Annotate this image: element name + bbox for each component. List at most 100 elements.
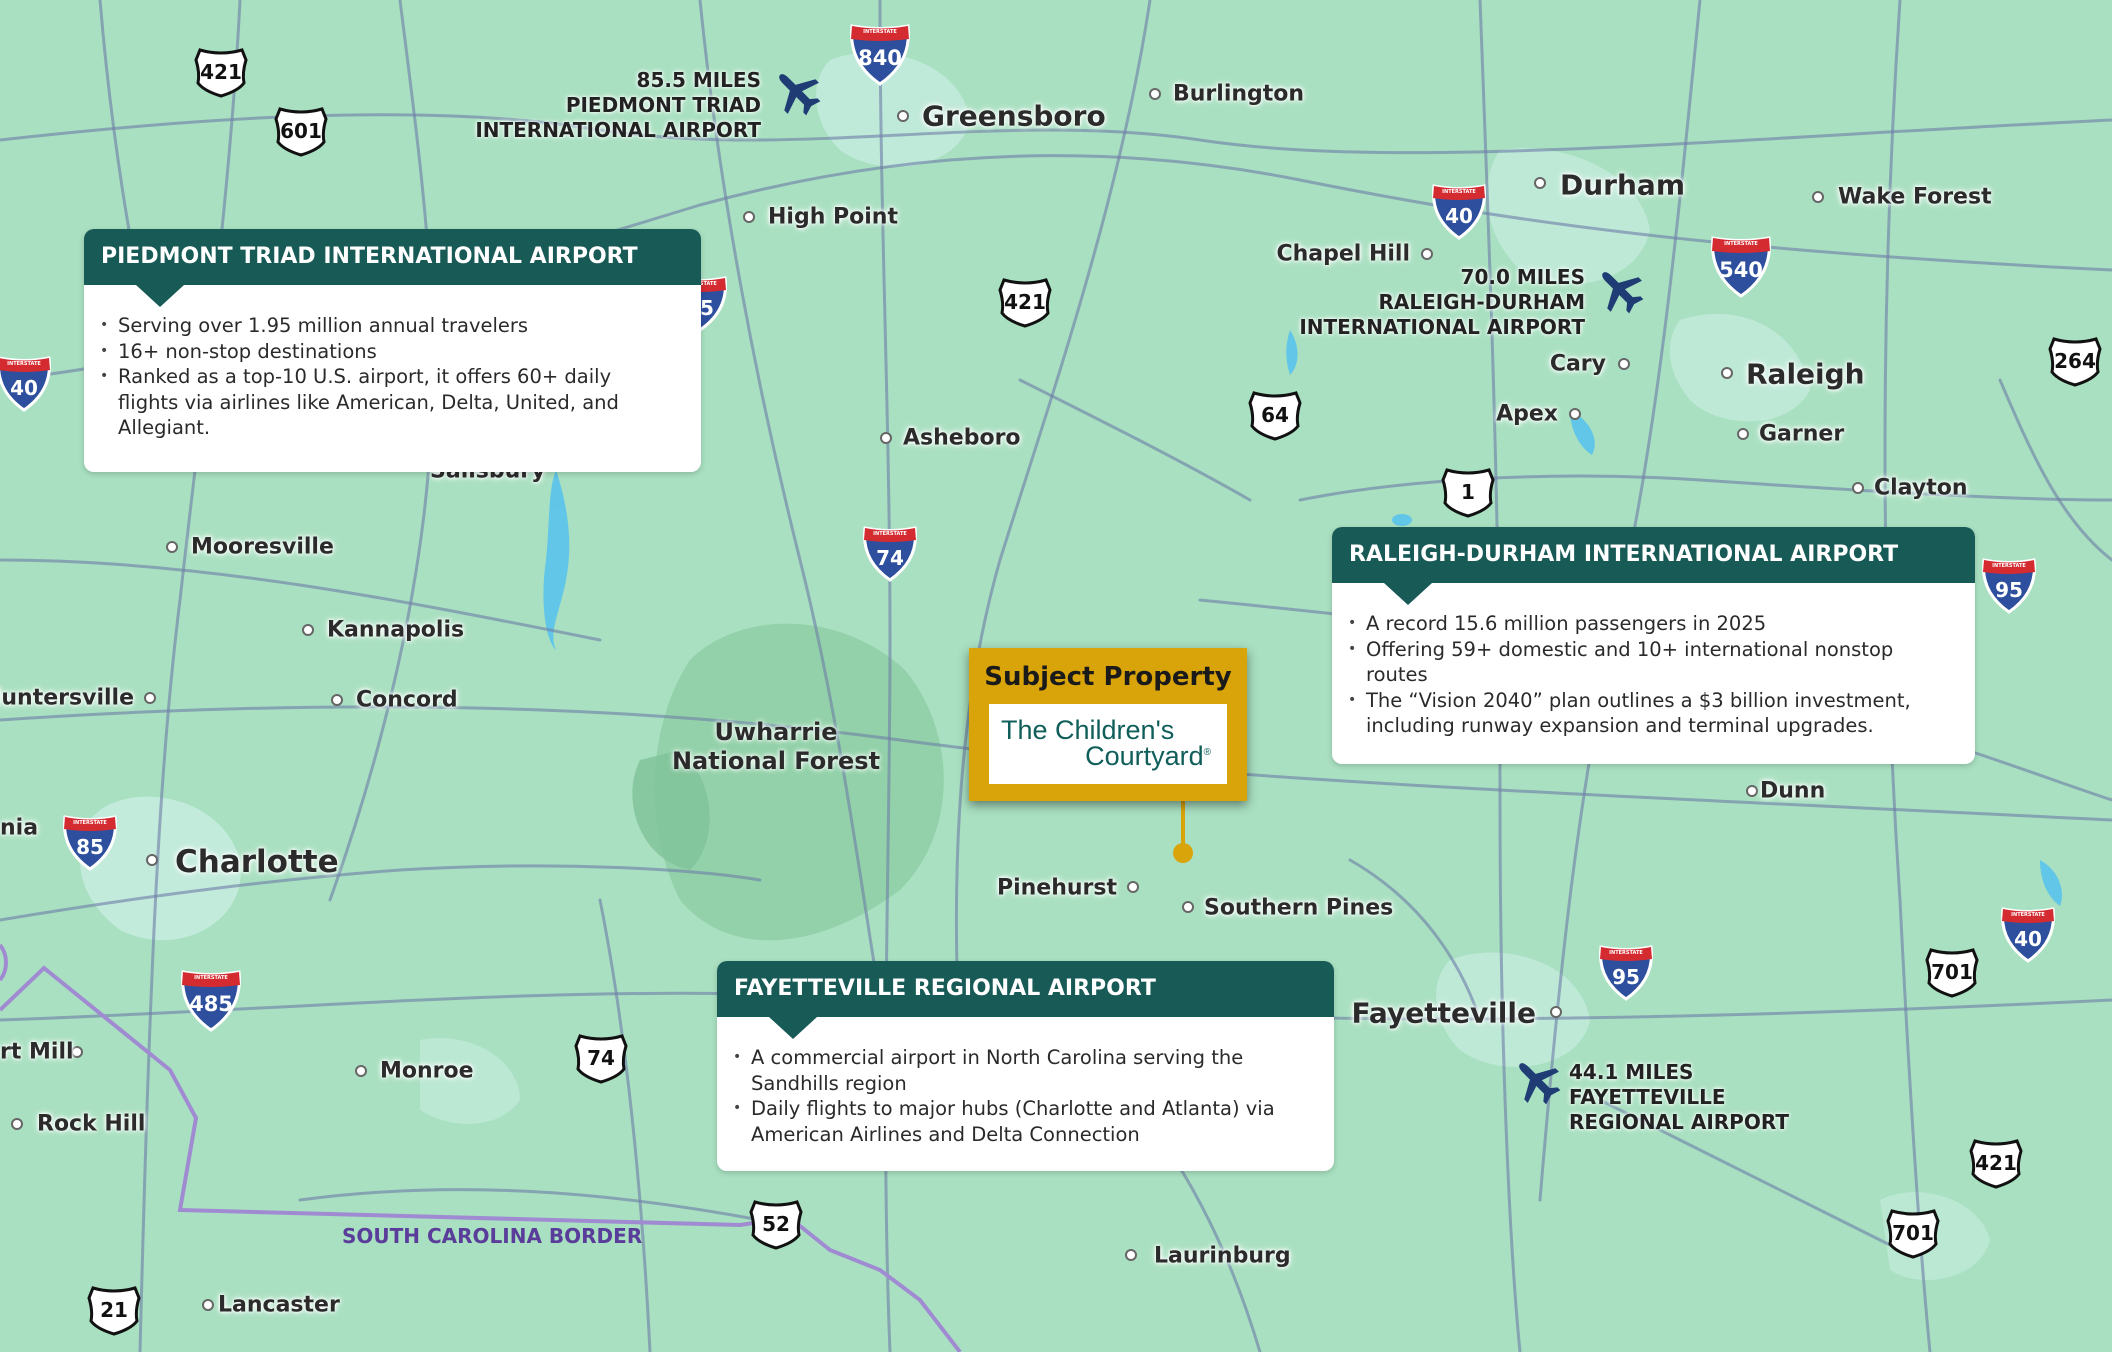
airport-name-line: RALEIGH-DURHAM: [1378, 290, 1585, 314]
callout-bullet: Ranked as a top-10 U.S. airport, it offe…: [100, 364, 677, 441]
interstate-shield: INTERSTATE 40: [1999, 905, 2057, 965]
route-number: 421: [1004, 290, 1046, 314]
callout-bullet: 16+ non-stop destinations: [100, 339, 677, 365]
us-route-shield: 701: [1923, 945, 1981, 999]
city-label-lancaster: Lancaster: [218, 1292, 340, 1318]
logo-line2-text: Courtyard: [1085, 741, 1204, 771]
city-label-burlington: Burlington: [1173, 81, 1305, 107]
city-dot-kannapolis: [302, 624, 314, 636]
city-dot-durham: [1534, 177, 1546, 189]
city-label-mooresville: Mooresville: [191, 534, 334, 560]
interstate-shield: INTERSTATE 540: [1709, 234, 1773, 300]
interstate-word: INTERSTATE: [194, 975, 228, 981]
us-route-shield: 21: [85, 1283, 143, 1337]
airport-name-line: REGIONAL AIRPORT: [1569, 1110, 1789, 1134]
city-dot-dunn: [1746, 785, 1758, 797]
us-route-shield: 421: [1967, 1136, 2025, 1190]
route-number: 40: [10, 376, 38, 400]
interstate-word: INTERSTATE: [1724, 241, 1758, 247]
airplane-icon: [1511, 1055, 1563, 1111]
route-number: 95: [1995, 578, 2023, 602]
us-route-shield: 74: [572, 1031, 630, 1085]
city-label-pinehurst: Pinehurst: [996, 875, 1117, 901]
subject-property-title: Subject Property: [984, 662, 1232, 692]
city-label-rock-hill: Rock Hill: [37, 1111, 146, 1137]
rdu-airport-callout: RALEIGH-DURHAM INTERNATIONAL AIRPORT A r…: [1332, 527, 1975, 764]
childrens-courtyard-logo: The Children's Courtyard®: [989, 704, 1227, 784]
callout-bullets: Serving over 1.95 million annual travele…: [84, 285, 701, 441]
route-number: 421: [1975, 1151, 2017, 1175]
piedmont-airport-callout: PIEDMONT TRIAD INTERNATIONAL AIRPORT Ser…: [84, 229, 701, 472]
us-route-shield: 64: [1246, 388, 1304, 442]
city-dot-raleigh: [1721, 367, 1733, 379]
interstate-word: INTERSTATE: [2011, 912, 2045, 918]
city-dot-clayton: [1852, 482, 1864, 494]
route-number: 95: [1612, 965, 1640, 989]
city-dot-apex: [1569, 408, 1581, 420]
route-number: 52: [762, 1212, 790, 1236]
callout-bullet: The “Vision 2040” plan outlines a $3 bil…: [1348, 688, 1951, 739]
route-number: 601: [280, 119, 322, 143]
rdu-airport-distance-label: 70.0 MILES RALEIGH-DURHAM INTERNATIONAL …: [1299, 265, 1585, 340]
south-carolina-border-label: SOUTH CAROLINA BORDER: [342, 1224, 643, 1248]
interstate-word: INTERSTATE: [1442, 189, 1476, 195]
city-label-charlotte: Charlotte: [175, 844, 339, 880]
city-label-cary: Cary: [1549, 351, 1606, 377]
city-label-fort-mill: rt Mill: [0, 1039, 74, 1065]
distance-miles: 44.1 MILES: [1569, 1060, 1694, 1084]
route-number: 264: [2054, 349, 2096, 373]
us-route-shield: 421: [192, 45, 250, 99]
us-route-shield: 52: [747, 1197, 805, 1251]
logo-registered-mark: ®: [1203, 747, 1211, 758]
city-label-high-point: High Point: [768, 204, 898, 230]
city-dot-garner: [1737, 428, 1749, 440]
us-route-shield: 601: [272, 104, 330, 158]
city-dot-greensboro: [897, 110, 909, 122]
city-dot-rock-hill: [11, 1118, 23, 1130]
airplane-icon: [771, 66, 823, 122]
route-number: 840: [858, 46, 902, 70]
route-number: 540: [1719, 258, 1763, 282]
distance-miles: 85.5 MILES: [636, 68, 761, 92]
city-label-asheboro: Asheboro: [903, 425, 1021, 451]
callout-bullet: Serving over 1.95 million annual travele…: [100, 313, 677, 339]
city-label-greensboro: Greensboro: [922, 99, 1106, 133]
us-route-shield: 1: [1439, 465, 1497, 519]
subject-property-marker: Subject Property The Children's Courtyar…: [969, 648, 1247, 801]
city-dot-cary: [1618, 358, 1630, 370]
callout-bullets: A commercial airport in North Carolina s…: [717, 1017, 1334, 1147]
fayetteville-airport-callout: FAYETTEVILLE REGIONAL AIRPORT A commerci…: [717, 961, 1334, 1171]
route-number: 701: [1892, 1221, 1934, 1245]
route-number: 21: [100, 1298, 128, 1322]
airplane-icon: [1594, 264, 1646, 320]
interstate-shield: INTERSTATE 40: [0, 354, 53, 414]
city-label-gastonia: nia: [0, 815, 39, 841]
city-label-wake-forest: Wake Forest: [1838, 184, 1992, 210]
callout-title: FAYETTEVILLE REGIONAL AIRPORT: [717, 961, 1334, 1039]
interstate-shield: INTERSTATE 74: [861, 524, 919, 584]
logo-line2: Courtyard®: [1085, 741, 1211, 772]
city-dot-laurinburg: [1125, 1249, 1137, 1261]
city-dot-concord: [331, 694, 343, 706]
city-dot-mooresville: [166, 541, 178, 553]
uwharrie-national-forest-label: Uwharrie National Forest: [672, 718, 880, 776]
forest-label-line1: Uwharrie: [714, 718, 838, 746]
interstate-word: INTERSTATE: [1992, 563, 2026, 569]
interstate-word: INTERSTATE: [873, 531, 907, 537]
route-number: 74: [876, 546, 904, 570]
forest-label-line2: National Forest: [671, 747, 881, 775]
interstate-shield: INTERSTATE 95: [1980, 556, 2038, 616]
city-label-laurinburg: Laurinburg: [1154, 1243, 1291, 1269]
interstate-shield: INTERSTATE 485: [179, 968, 243, 1034]
callout-bullet: A record 15.6 million passengers in 2025: [1348, 611, 1951, 637]
city-label-clayton: Clayton: [1874, 475, 1968, 501]
route-number: 85: [76, 835, 104, 859]
city-dot-asheboro: [880, 432, 892, 444]
callout-bullet: A commercial airport in North Carolina s…: [733, 1045, 1310, 1096]
callout-bullet: Offering 59+ domestic and 10+ internatio…: [1348, 637, 1951, 688]
city-label-chapel-hill: Chapel Hill: [1276, 241, 1410, 267]
city-label-fayetteville: Fayetteville: [1351, 996, 1536, 1030]
city-dot-burlington: [1149, 88, 1161, 100]
city-dot-fayetteville: [1550, 1006, 1562, 1018]
